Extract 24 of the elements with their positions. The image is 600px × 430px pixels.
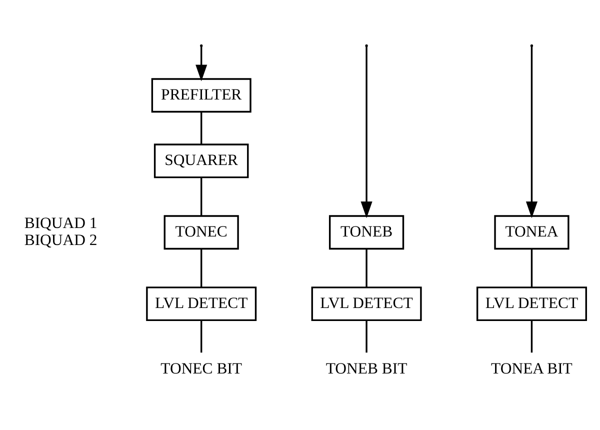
- node-box: LVL DETECT: [146, 286, 257, 321]
- arrow: [360, 46, 372, 218]
- connector: [200, 111, 202, 144]
- node-box: SQUARER: [154, 143, 249, 178]
- connector: [530, 248, 533, 287]
- node-text: TONEC BIT: [160, 360, 242, 377]
- connector: [200, 248, 202, 287]
- node-box: LVL DETECT: [311, 286, 422, 321]
- node-label: BIQUAD 2: [24, 231, 98, 248]
- connector: [530, 320, 533, 352]
- node-label: BIQUAD 1: [24, 214, 98, 232]
- arrow: [196, 46, 208, 81]
- node-box: PREFILTER: [151, 78, 252, 112]
- arrow: [526, 46, 538, 218]
- node-box: TONEC: [164, 214, 239, 250]
- node-box: LVL DETECT: [476, 286, 587, 321]
- node-box: TONEB: [328, 214, 404, 250]
- connector: [200, 176, 202, 216]
- node-text: TONEA BIT: [491, 360, 572, 377]
- connector: [366, 248, 368, 287]
- connector: [200, 320, 202, 352]
- node-text: TONEB BIT: [326, 360, 408, 377]
- node-box: TONEA: [494, 214, 570, 250]
- connector: [366, 320, 368, 352]
